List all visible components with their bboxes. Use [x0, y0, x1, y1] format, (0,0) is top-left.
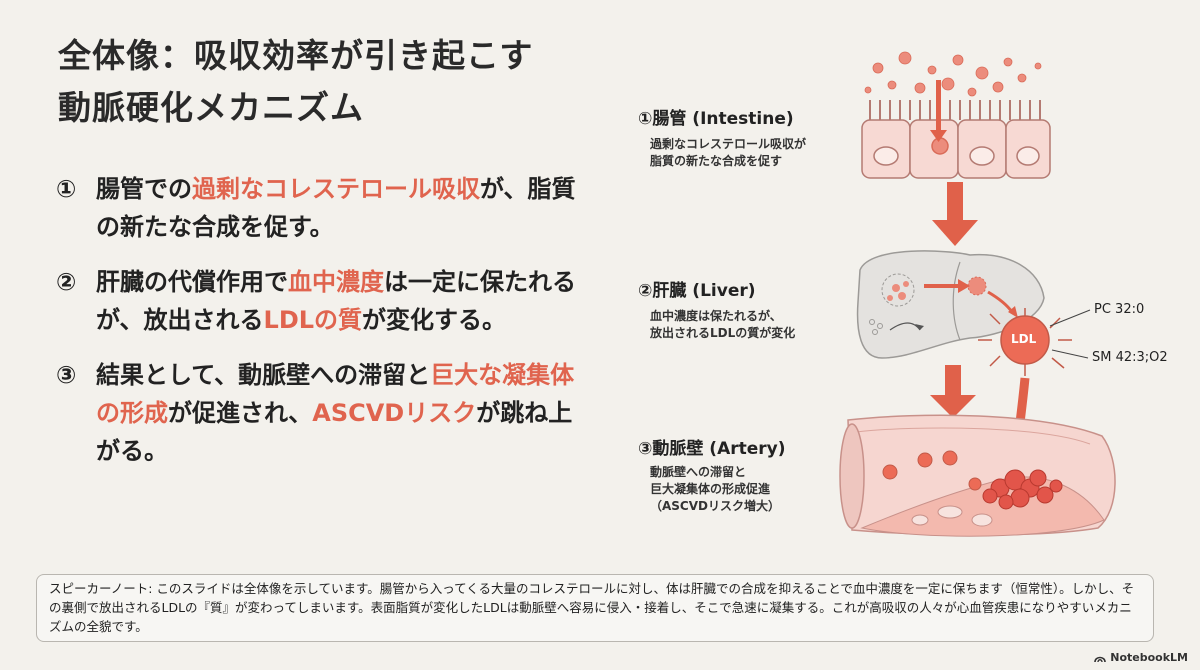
branding: NotebookLM [1094, 651, 1188, 664]
intestine-label: ①腸管 (Intestine) [638, 109, 794, 129]
point-highlight: ASCVDリスク [312, 399, 477, 427]
liver-desc-line: 放出されるLDLの質が変化 [650, 326, 796, 340]
point-text-part: が跳ね上がる。 [96, 399, 573, 465]
liver-desc-line: 血中濃度は保たれるが、 [650, 309, 782, 323]
point-text: 結果として、動脈壁への滞留と巨大な凝集体の形成が促進され、ASCVDリスクが跳ね… [96, 356, 576, 470]
liver-description: 血中濃度は保たれるが、 放出されるLDLの質が変化 [650, 308, 795, 342]
intestine-description: 過剰なコレステロール吸収が 脂質の新たな合成を促す [650, 136, 806, 170]
liver-icon [856, 250, 1045, 359]
point-number: ① [56, 175, 77, 203]
intestine-desc-line: 脂質の新たな合成を促す [650, 154, 783, 168]
artery-label: ③動脈壁 (Artery) [638, 439, 786, 459]
title-line-2: 動脈硬化メカニズム [58, 88, 364, 127]
slide-title: 全体像：吸収効率が引き起こす 動脈硬化メカニズム [58, 30, 533, 134]
branding-text: NotebookLM [1110, 651, 1188, 664]
point-highlight: LDLの質 [263, 306, 363, 334]
point-artery: ③ 結果として、動脈壁への滞留と巨大な凝集体の形成が促進され、ASCVDリスクが… [56, 356, 576, 470]
title-line-1: 全体像：吸収効率が引き起こす [58, 36, 534, 75]
point-text-part: が、脂質の新たな合成を促す。 [96, 175, 576, 241]
point-number: ② [56, 268, 77, 296]
point-text-part: が変化する。 [362, 306, 507, 334]
ldl-tag-pc: PC 32:0 [1094, 302, 1145, 317]
microvilli-icon [869, 100, 1041, 120]
point-text-part: 腸管での [96, 175, 192, 203]
intestine-desc-line: 過剰なコレステロール吸収が [650, 137, 807, 151]
point-highlight: 過剰なコレステロール吸収 [192, 175, 480, 203]
ldl-tag-sm: SM 42:3;O2 [1092, 350, 1168, 365]
notebooklm-logo-icon [1094, 656, 1107, 662]
mechanism-diagram: ①腸管 (Intestine) 過剰なコレステロール吸収が 脂質の新たな合成を促… [620, 40, 1200, 560]
speaker-notes-box: スピーカーノート: このスライドは全体像を示しています。腸管から入ってくる大量の… [36, 574, 1154, 642]
down-arrow-icon [932, 182, 978, 246]
point-text: 腸管での過剰なコレステロール吸収が、脂質の新たな合成を促す。 [96, 170, 576, 246]
ldl-particle-icon [978, 308, 1091, 376]
intestinal-cells-icon [861, 119, 1051, 179]
point-text-part: は一定に保たれるが、放出される [96, 268, 576, 334]
point-text-part: 結果として、動脈壁への滞留と [96, 361, 431, 389]
point-text-part: が促進され、 [168, 399, 313, 427]
cholesterol-droplets-icon [864, 51, 1042, 97]
ldl-label: LDL [1011, 332, 1037, 346]
artery-desc-line: （ASCVDリスク増大） [650, 499, 780, 513]
down-arrow-icon [930, 365, 976, 418]
liver-label: ②肝臓 (Liver) [638, 281, 756, 301]
artery-description: 動脈壁への滞留と 巨大凝集体の形成促進 （ASCVDリスク増大） [650, 464, 780, 515]
key-points-list: ① 腸管での過剰なコレステロール吸収が、脂質の新たな合成を促す。 ② 肝臓の代償… [56, 170, 576, 487]
point-text: 肝臓の代償作用で血中濃度は一定に保たれるが、放出されるLDLの質が変化する。 [96, 263, 576, 339]
point-number: ③ [56, 361, 77, 389]
point-text-part: 肝臓の代償作用で [96, 268, 288, 296]
point-liver: ② 肝臓の代償作用で血中濃度は一定に保たれるが、放出されるLDLの質が変化する。 [56, 263, 576, 339]
artery-desc-line: 巨大凝集体の形成促進 [650, 482, 771, 496]
diagram-illustration [839, 51, 1116, 537]
point-intestine: ① 腸管での過剰なコレステロール吸収が、脂質の新たな合成を促す。 [56, 170, 576, 246]
artery-desc-line: 動脈壁への滞留と [650, 465, 747, 479]
artery-icon [839, 414, 1116, 537]
point-highlight: 巨大な凝集体の形成 [96, 361, 575, 427]
point-highlight: 血中濃度 [288, 268, 384, 296]
absorption-arrow-icon [930, 80, 947, 142]
